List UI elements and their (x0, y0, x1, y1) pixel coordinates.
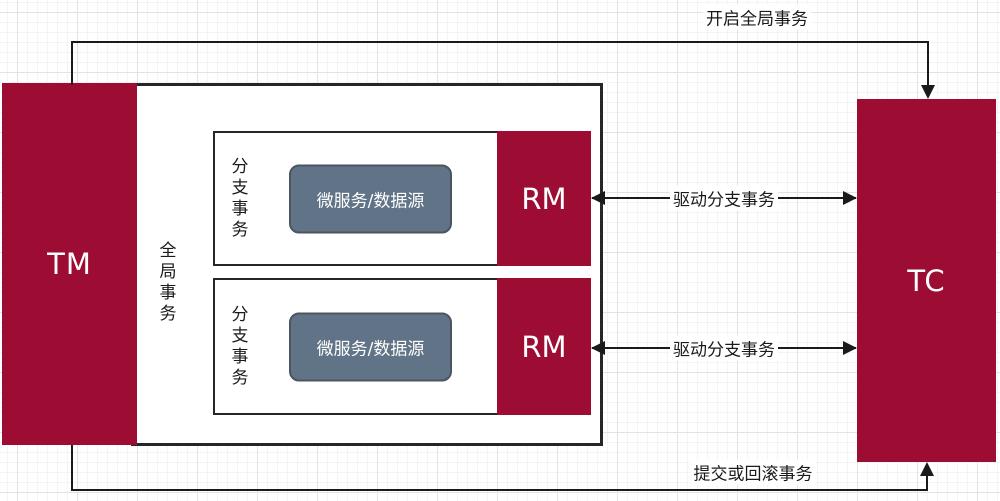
edge-label-commit-rollback: 提交或回滚事务 (690, 459, 816, 485)
branch-transaction-label: 分支事务 (231, 304, 249, 388)
edge-open-global-segment (927, 41, 929, 86)
tm-node-label: TM (47, 247, 92, 281)
rm-node-1: RM (497, 131, 591, 266)
edge-open-global-segment (71, 41, 929, 43)
microservice-datasource-node: 微服务/数据源 (289, 312, 452, 381)
arrowhead-down-icon (921, 85, 935, 99)
rm-node-2: RM (497, 278, 591, 415)
edge-commit-rollback-segment (926, 475, 928, 491)
edge-label-open-global: 开启全局事务 (703, 4, 811, 30)
microservice-datasource-node: 微服务/数据源 (289, 164, 452, 233)
edge-commit-rollback-segment (71, 489, 928, 491)
edge-commit-rollback-segment (71, 445, 73, 491)
arrowhead-left-icon (591, 341, 605, 355)
edge-open-global-segment (71, 41, 73, 85)
arrowhead-up-icon (920, 462, 934, 476)
branch-transaction-box-1: 分支事务 微服务/数据源 RM (213, 131, 591, 266)
branch-transaction-label: 分支事务 (231, 156, 249, 240)
tc-node: TC (857, 99, 996, 462)
arrowhead-right-icon (843, 341, 857, 355)
tm-node: TM (2, 83, 137, 445)
edge-label-drive-branch-1: 驱动分支事务 (670, 185, 778, 211)
arrowhead-right-icon (843, 191, 857, 205)
arrowhead-left-icon (591, 191, 605, 205)
branch-transaction-box-2: 分支事务 微服务/数据源 RM (213, 278, 591, 415)
edge-label-drive-branch-2: 驱动分支事务 (670, 335, 778, 361)
tc-node-label: TC (907, 263, 946, 298)
global-transaction-label: 全局事务 (159, 241, 177, 324)
